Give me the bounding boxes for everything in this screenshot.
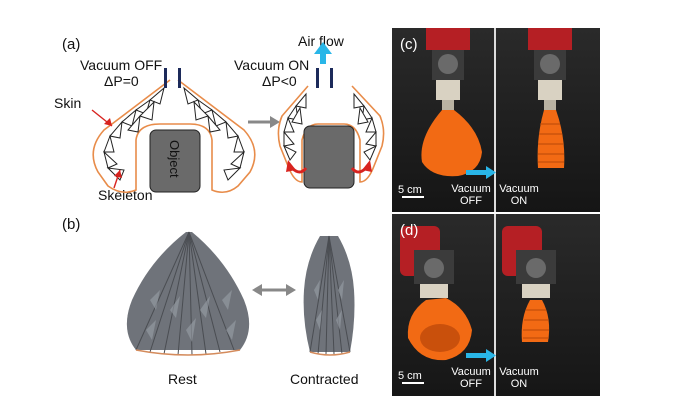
contracted-label: Contracted xyxy=(290,371,359,387)
scale-bar-c xyxy=(402,196,424,198)
robot-head-left xyxy=(426,28,470,110)
air-flow-label: Air flow xyxy=(298,33,344,49)
vacuum-off-photo-c: Vacuum OFF xyxy=(451,183,491,207)
object-contracted xyxy=(303,125,355,189)
skeleton-rest xyxy=(126,231,250,356)
photo-panel-d: (d) 5 cm Vacuum OFF Vacuum ON xyxy=(392,214,600,396)
panel-a-label: (a) xyxy=(62,36,81,53)
photo-panel-c: (c) 5 cm Vacuum OFF Vacuum ON xyxy=(392,28,600,212)
robot-head-right-d xyxy=(502,226,556,298)
vacuum-on-photo-d: Vacuum ON xyxy=(499,366,539,390)
panel-d-label: (d) xyxy=(400,222,419,239)
robot-head-left-d xyxy=(400,226,454,298)
scale-label-c: 5 cm xyxy=(398,184,422,196)
skeleton-label: Skeleton xyxy=(98,187,153,203)
vacuum-on-label: Vacuum ON xyxy=(234,57,310,73)
skin-label: Skin xyxy=(54,95,82,111)
gripper-on-d xyxy=(521,300,550,342)
vacuum-off-label: Vacuum OFF xyxy=(80,57,163,73)
skin-outline-contracted xyxy=(277,85,385,183)
vacuum-off-photo-d: Vacuum OFF xyxy=(451,366,491,390)
panel-b-label: (b) xyxy=(62,216,81,233)
skeleton-contracted xyxy=(303,235,355,356)
skin-outline-rest xyxy=(92,79,256,194)
dp-zero-label: ΔP=0 xyxy=(104,73,139,89)
dp-negative-label: ΔP<0 xyxy=(262,73,297,89)
gripper-off-c xyxy=(421,110,482,177)
panel-c-label: (c) xyxy=(400,36,418,53)
object-rest xyxy=(149,129,201,193)
scale-bar-d xyxy=(402,382,424,384)
vacuum-on-photo-c: Vacuum ON xyxy=(499,183,539,207)
robot-head-right xyxy=(528,28,572,110)
scale-label-d: 5 cm xyxy=(398,370,422,382)
rest-label: Rest xyxy=(168,371,197,387)
gripper-on-c xyxy=(537,110,565,168)
